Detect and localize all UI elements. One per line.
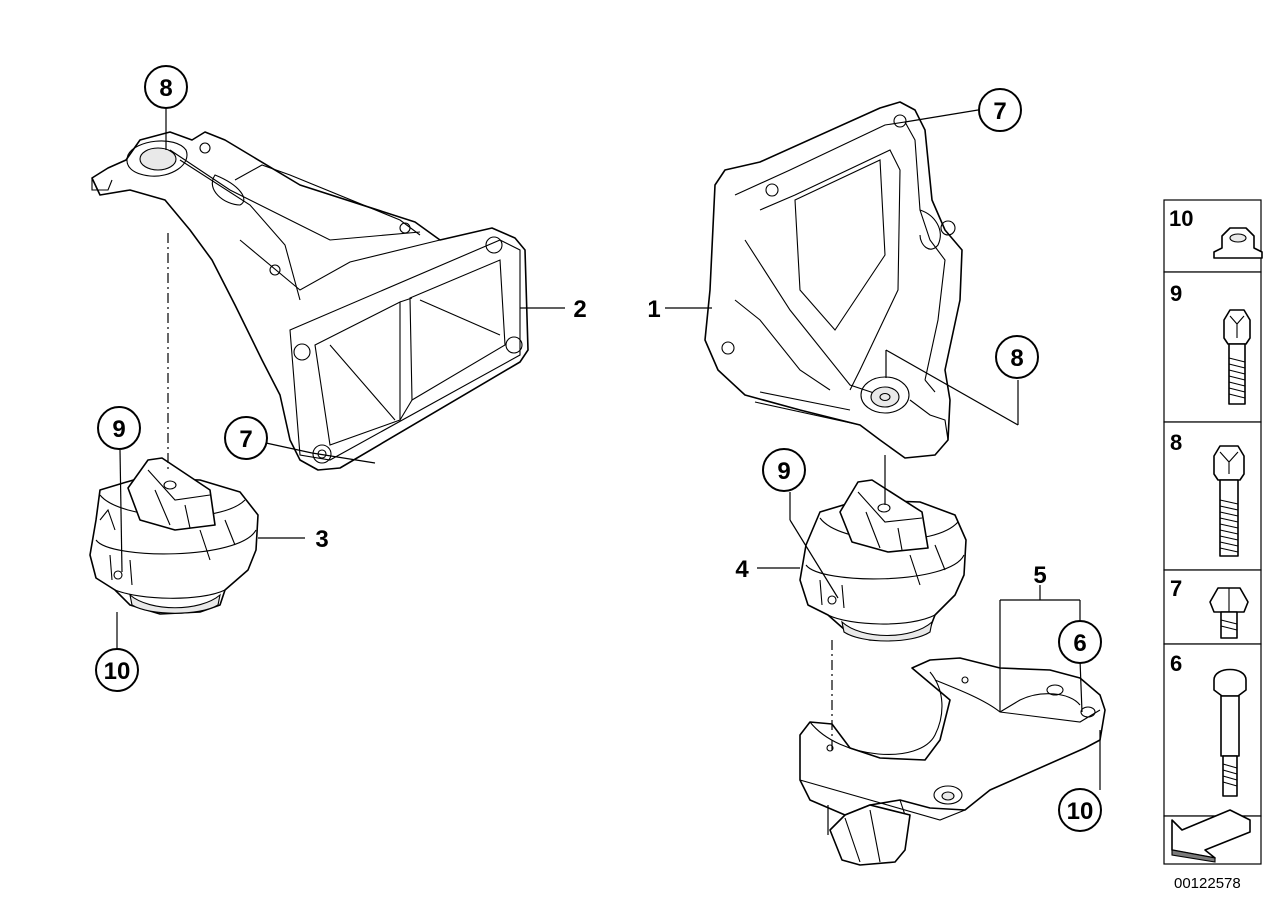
svg-text:7: 7 [1170,576,1182,601]
svg-text:8: 8 [1170,430,1182,455]
callout-left-top-7: 7 [224,416,268,460]
right-engine-bracket [704,101,963,459]
svg-text:9: 9 [112,416,125,443]
label-part-2: 2 [573,296,586,323]
legend-direction-arrow [1163,809,1262,865]
svg-text:7: 7 [993,98,1006,125]
svg-text:8: 8 [1010,345,1023,372]
front-direction-arrow-icon [1171,809,1251,859]
svg-text:8: 8 [159,75,172,102]
label-part-1: 1 [647,296,660,323]
legend-item-bolt-8: 8 [1163,421,1262,571]
callout-left-mount-9: 9 [97,406,141,450]
svg-text:6: 6 [1073,630,1086,657]
lower-support-bracket [799,657,1106,866]
legend-item-bolt-9: 9 [1163,271,1262,423]
legend-item-bolt-6: 6 [1163,643,1262,817]
svg-text:10: 10 [1169,206,1193,231]
legend-item-bolt-7: 7 [1163,569,1262,645]
callout-right-mid-8: 8 [995,335,1039,379]
left-engine-mount [89,457,259,615]
legend-item-nut: 10 [1163,199,1263,273]
svg-text:10: 10 [104,658,131,685]
callout-left-mount-10: 10 [95,648,139,692]
label-part-4: 4 [735,556,749,583]
right-engine-mount [799,479,967,642]
callout-right-lower-10: 10 [1058,788,1102,832]
reference-number: 00122578 [1174,875,1241,892]
svg-text:10: 10 [1067,798,1094,825]
left-engine-bracket [91,131,529,471]
fastener-legend: 10 9 8 7 [1163,199,1263,865]
right-leader-lines [665,109,1101,835]
callout-right-mount-9: 9 [762,448,806,492]
svg-text:7: 7 [239,426,252,453]
label-part-3: 3 [315,526,328,553]
svg-text:9: 9 [777,458,790,485]
svg-text:6: 6 [1170,651,1182,676]
callout-right-lower-6: 6 [1058,620,1102,664]
shoulder-bolt-icon [1213,668,1247,697]
svg-text:9: 9 [1170,281,1182,306]
label-part-5: 5 [1033,562,1046,589]
left-leader-lines [116,105,565,652]
callout-left-top-8: 8 [144,65,188,109]
callout-right-top-7: 7 [978,88,1022,132]
flange-nut-icon [1213,227,1263,259]
